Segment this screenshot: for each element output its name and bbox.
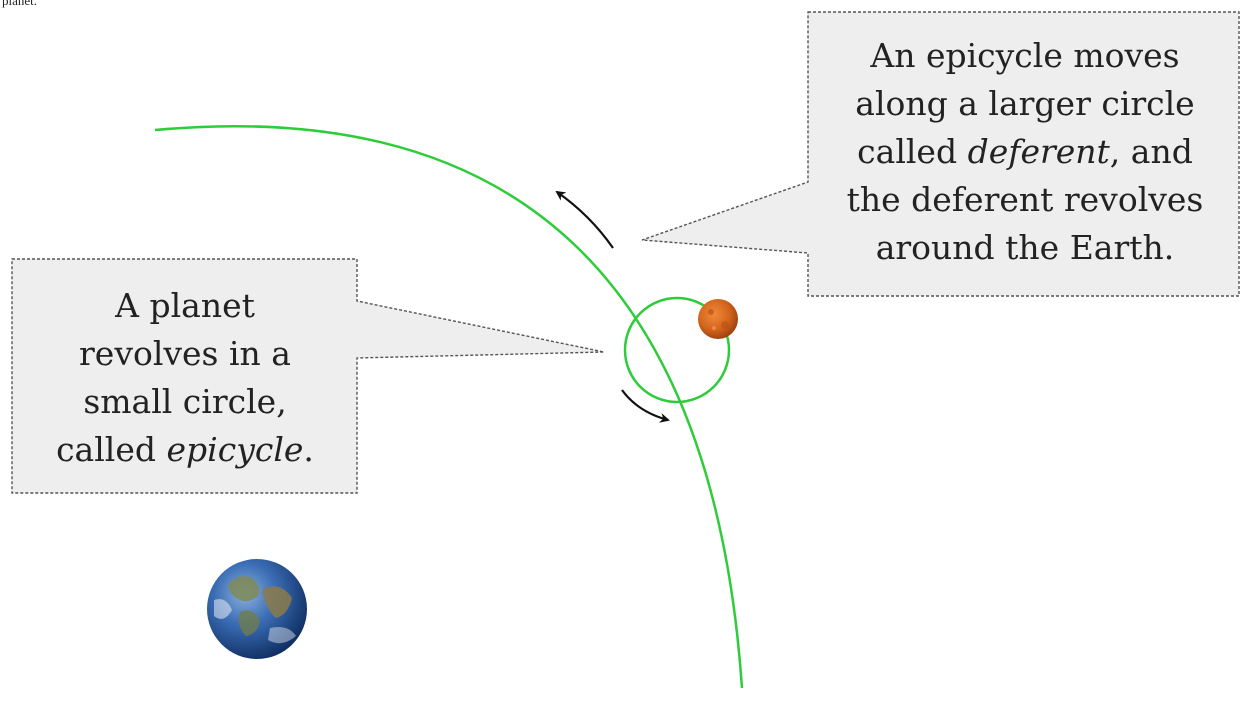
deferent-callout-text: An epicycle moves along a larger circle … — [810, 32, 1240, 272]
deferent-callout-line-5: around the Earth. — [875, 228, 1175, 267]
deferent-callout-line-3-start: called — [857, 132, 968, 171]
epicycle-circle — [623, 296, 731, 404]
epicycle-callout-line-1: A planet — [115, 286, 255, 325]
epicycle-callout-text: A planet revolves in a small circle, cal… — [12, 282, 358, 474]
epicycle-callout-line-3: small circle, — [83, 382, 287, 421]
deferent-callout-line-3-end: , and — [1109, 132, 1193, 171]
deferent-term: deferent — [967, 132, 1110, 171]
epicycle-direction-arrow — [621, 389, 670, 423]
deferent-callout-line-4: the deferent revolves — [846, 180, 1204, 219]
epicycle-callout-box — [11, 258, 605, 494]
deferent-callout-line-2: along a larger circle — [855, 84, 1195, 123]
deferent-callout-line-1: An epicycle moves — [870, 36, 1180, 75]
deferent-callout-line-3: called deferent, and — [810, 128, 1240, 176]
deferent-callout-box — [641, 11, 1240, 297]
deferent-circle — [154, 125, 744, 689]
epicycle-callout-line-4-start: called — [56, 430, 167, 469]
epicycle-callout-line-2: revolves in a — [79, 334, 291, 373]
top-caption: planet. — [2, 0, 38, 8]
earth-icon — [207, 559, 307, 659]
epicycle-callout-line-4-end: . — [303, 430, 314, 469]
planet-icon — [698, 299, 738, 339]
epicycle-term: epicycle — [166, 430, 304, 469]
deferent-direction-arrow — [555, 190, 614, 249]
epicycle-callout-line-4: called epicycle. — [12, 426, 358, 474]
